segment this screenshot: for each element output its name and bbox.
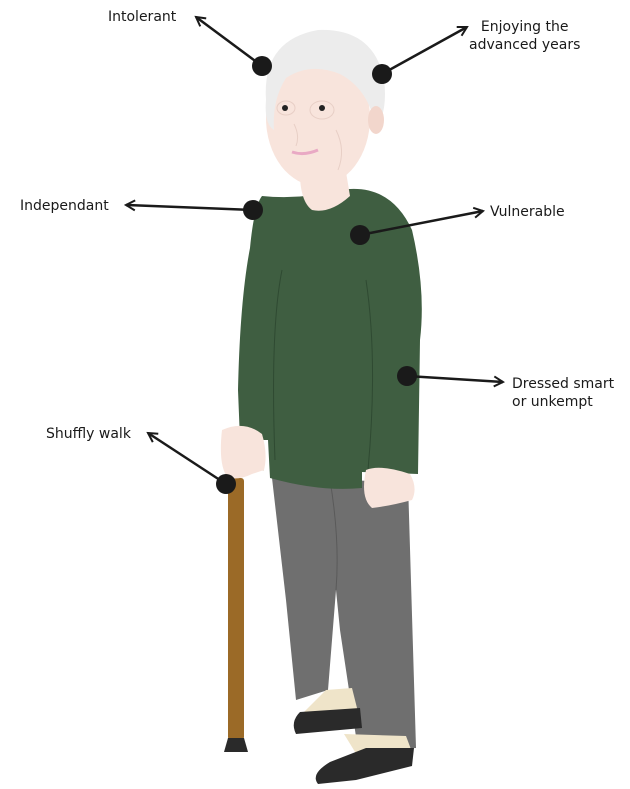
marker-vulnerable [350, 225, 370, 245]
marker-dressed [397, 366, 417, 386]
marker-intolerant [252, 56, 272, 76]
sweater [238, 189, 422, 489]
arrow-intolerant [196, 17, 262, 66]
head [266, 30, 385, 186]
marker-independant [243, 200, 263, 220]
arrow-enjoying [382, 27, 467, 74]
walking-cane [224, 455, 260, 752]
arrow-shuffly [148, 433, 226, 484]
label-enjoying-the-advanced-years: Enjoying the advanced years [469, 18, 580, 54]
label-vulnerable: Vulnerable [490, 203, 565, 221]
label-intolerant: Intolerant [108, 8, 176, 26]
marker-shuffly [216, 474, 236, 494]
label-independant: Independant [20, 197, 109, 215]
marker-enjoying [372, 64, 392, 84]
arrow-dressed [407, 376, 503, 382]
label-shuffly-walk: Shuffly walk [46, 425, 131, 443]
label-dressed-smart-or-unkempt: Dressed smart or unkempt [512, 375, 614, 411]
arrow-independant [126, 205, 253, 210]
